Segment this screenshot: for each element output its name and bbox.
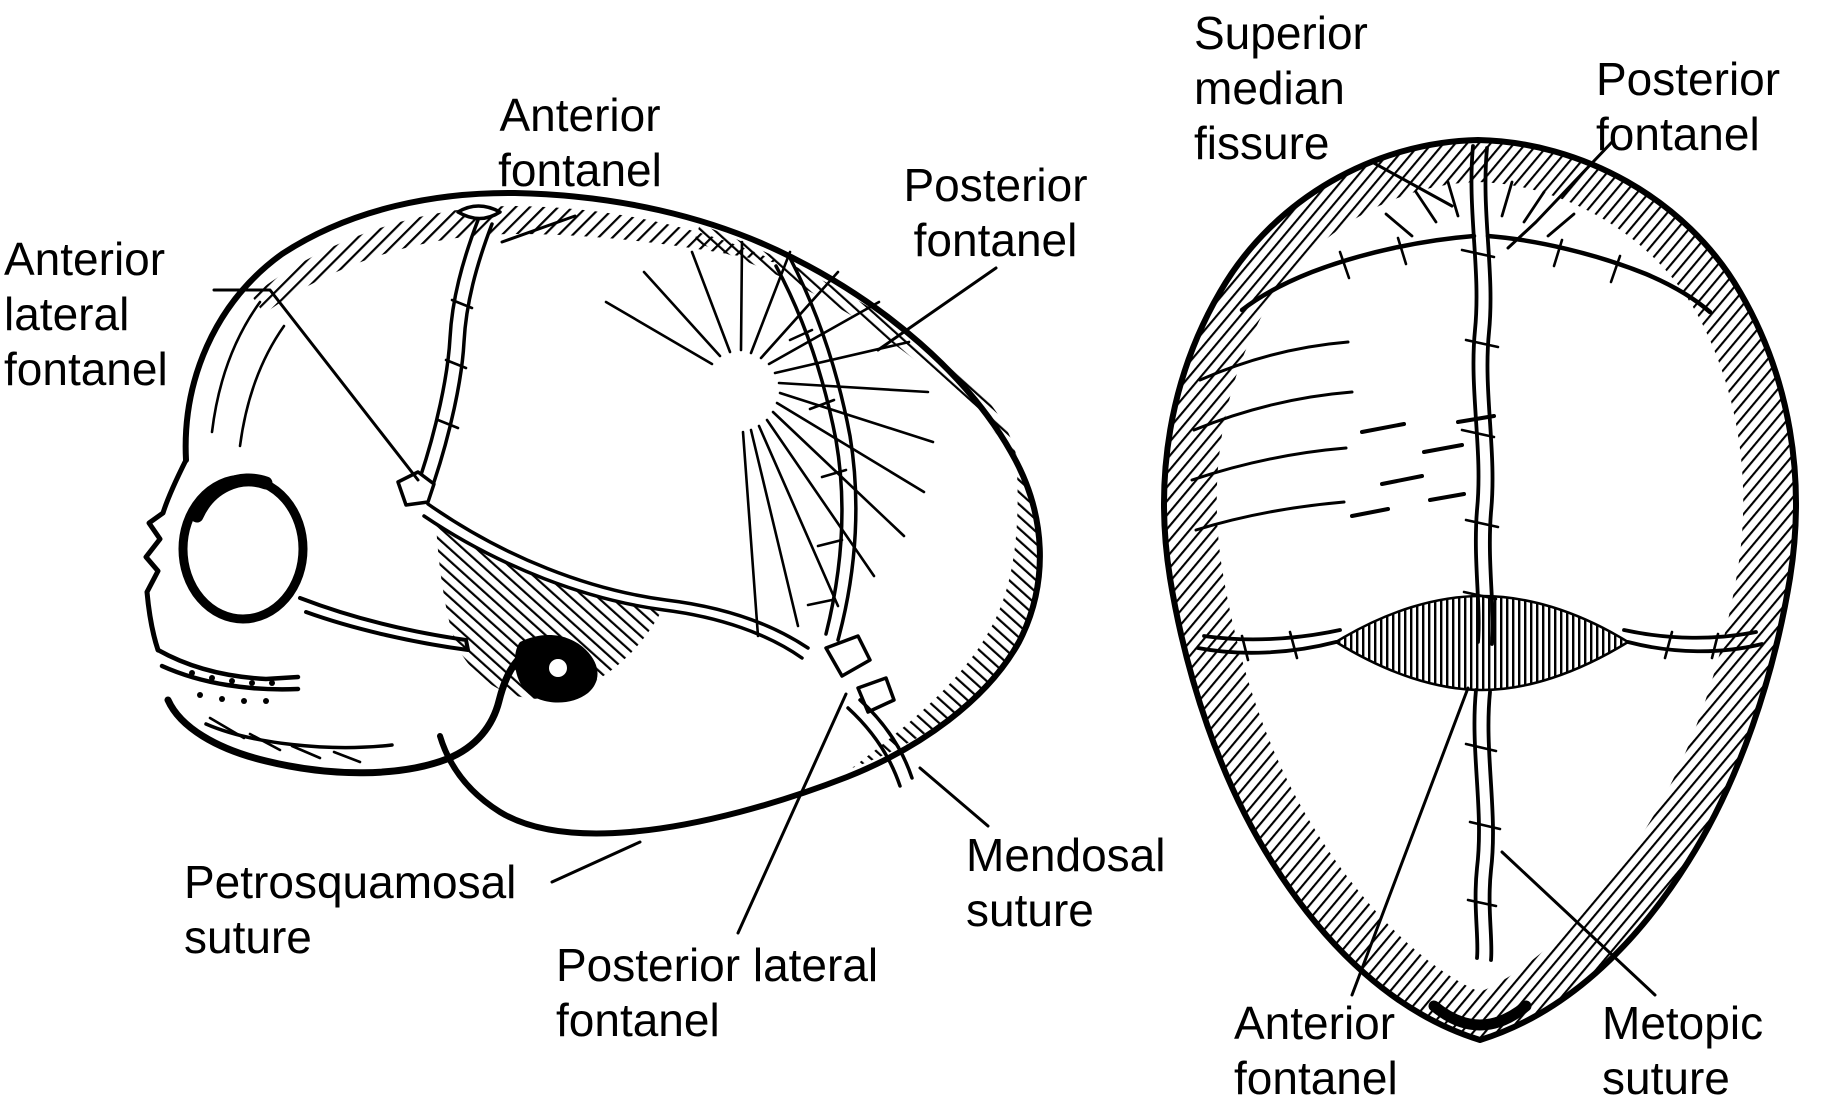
leader-posterior-lateral-fontanel	[736, 692, 848, 935]
lateral-top-shading	[252, 206, 782, 314]
leader-petrosquamosal-suture	[550, 840, 642, 884]
label-anterior-fontanel-superior: Anterior fontanel	[1234, 997, 1398, 1105]
lambdoid-arm-ticks	[1338, 236, 1622, 284]
teeth-dots	[189, 670, 275, 704]
leader-anterior-fontanel-superior	[1350, 686, 1470, 997]
leader-superior-median-fissure	[1370, 160, 1454, 208]
squamosal-suture	[422, 502, 810, 660]
leader-anterior-fontanel-lateral	[500, 214, 577, 244]
mandible-inner-line	[204, 722, 394, 750]
superior-dash-marks	[1350, 414, 1496, 518]
orbit-shading	[190, 473, 273, 523]
label-posterior-lateral-fontanel: Posterior lateral fontanel	[556, 939, 879, 1047]
lambdoid-suture-ticks	[788, 328, 848, 607]
label-superior-median-fissure: Superior median fissure	[1194, 7, 1368, 170]
acoustic-meatus	[549, 659, 567, 677]
mandible-shading	[208, 716, 362, 764]
leader-lines	[212, 140, 1657, 997]
label-mendosal-suture: Mendosal suture	[966, 829, 1166, 937]
label-anterior-fontanel-lateral: Anterior fontanel	[498, 89, 662, 197]
posterior-fontanel-arms	[1239, 233, 1713, 315]
lateral-skull-illustration	[143, 189, 1043, 837]
sagittal-suture	[1469, 144, 1495, 646]
coronal-suture-right	[1622, 628, 1764, 654]
lateral-back-shading	[694, 224, 1016, 454]
lateral-occiput-shading	[852, 454, 1042, 768]
anterior-fontanel-lateral-marker	[456, 204, 502, 221]
lambdoid-suture	[774, 256, 858, 642]
coronal-suture-ticks	[436, 298, 474, 430]
mandible	[164, 651, 527, 777]
zygomatic-arch	[298, 596, 470, 652]
coronal-suture-ticks-superior	[1240, 630, 1720, 662]
frontal-shading-lines	[210, 300, 286, 448]
metopic-suture-ticks	[1464, 742, 1502, 908]
coronal-suture-left	[1196, 628, 1342, 655]
superior-skull-illustration	[1161, 137, 1799, 1043]
superior-skull-outline	[1161, 137, 1799, 1043]
leader-mendosal-suture	[918, 766, 990, 828]
coronal-suture	[418, 218, 494, 484]
facial-profile	[143, 457, 189, 653]
sagittal-suture-ticks	[1460, 248, 1500, 601]
label-anterior-lateral-fontanel: Anterior lateral fontanel	[4, 233, 168, 396]
anterior-fontanel-region	[1334, 594, 1630, 692]
superior-rim-shading	[1164, 140, 1796, 1040]
leader-posterior-fontanel-superior	[1506, 140, 1614, 250]
lateral-cranium-outline	[182, 189, 1043, 837]
maxilla	[155, 647, 301, 692]
label-posterior-fontanel-superior: Posterior fontanel	[1596, 53, 1781, 161]
leader-anterior-lateral-fontanel	[212, 288, 420, 482]
leader-metopic-suture	[1500, 850, 1657, 997]
superior-left-shading	[1190, 340, 1354, 532]
label-metopic-suture: Metopic suture	[1602, 997, 1764, 1105]
leader-posterior-fontanel-lateral	[876, 266, 998, 352]
radiating-ossification-lines	[604, 240, 935, 638]
lateral-temporal-shading	[436, 522, 662, 699]
label-petrosquamosal-suture: Petrosquamosal suture	[184, 856, 517, 964]
mendosal-suture-lines	[846, 698, 914, 788]
frontal-tip-shading	[1428, 1000, 1532, 1031]
posterior-fontanel-fan-shading	[1384, 180, 1576, 238]
label-posterior-fontanel-lateral: Posterior fontanel	[903, 159, 1088, 267]
metopic-suture-lines	[1472, 688, 1495, 962]
